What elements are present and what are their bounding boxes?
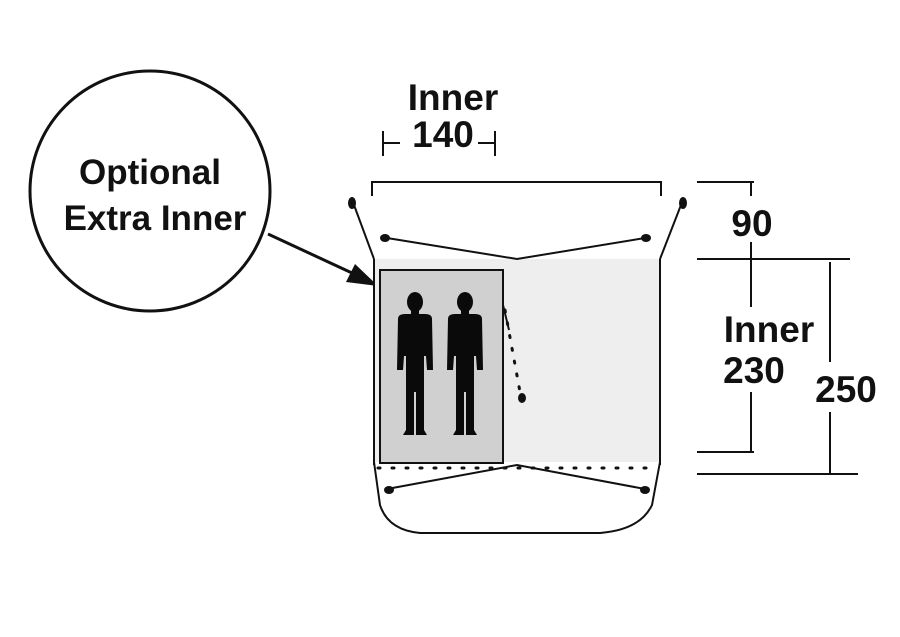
peg	[679, 197, 687, 209]
peg	[384, 486, 394, 494]
tent-rear-guy-right	[659, 204, 682, 260]
callout-line-2: Extra Inner	[64, 199, 247, 238]
peg	[348, 197, 356, 209]
inner-depth-value: 230	[723, 350, 785, 391]
inner-depth-label: Inner	[724, 309, 814, 350]
top-dimension-bracket-left	[382, 131, 400, 156]
peg	[641, 234, 651, 242]
top-dimension-bracket-right	[478, 131, 496, 156]
top-dimension-value: 140	[412, 114, 474, 155]
porch-depth-value: 90	[731, 203, 772, 244]
top-dimension: Inner 140	[382, 77, 498, 156]
peg	[380, 234, 390, 242]
peg	[640, 486, 650, 494]
peg	[518, 393, 526, 403]
tent-rear-guy-left	[353, 204, 375, 260]
tent-pegs	[348, 197, 687, 494]
optional-extra-inner	[379, 269, 504, 464]
person-silhouette	[447, 292, 483, 435]
person-silhouette	[397, 292, 433, 435]
callout-circle	[28, 69, 272, 313]
top-dimension-label: Inner	[408, 77, 498, 118]
callout: Optional Extra Inner	[28, 69, 378, 313]
total-depth-value: 250	[815, 369, 877, 410]
right-dimensions: 90 Inner 230 250	[697, 181, 877, 475]
callout-arrow-shaft	[267, 232, 353, 275]
tent-porch-outline	[373, 461, 661, 534]
tent-width-bracket	[371, 181, 662, 196]
tent-front-ridge	[386, 463, 646, 490]
callout-arrow-head	[346, 264, 378, 286]
callout-line-1: Optional	[79, 153, 221, 192]
tent-rear-ridge	[386, 237, 646, 261]
